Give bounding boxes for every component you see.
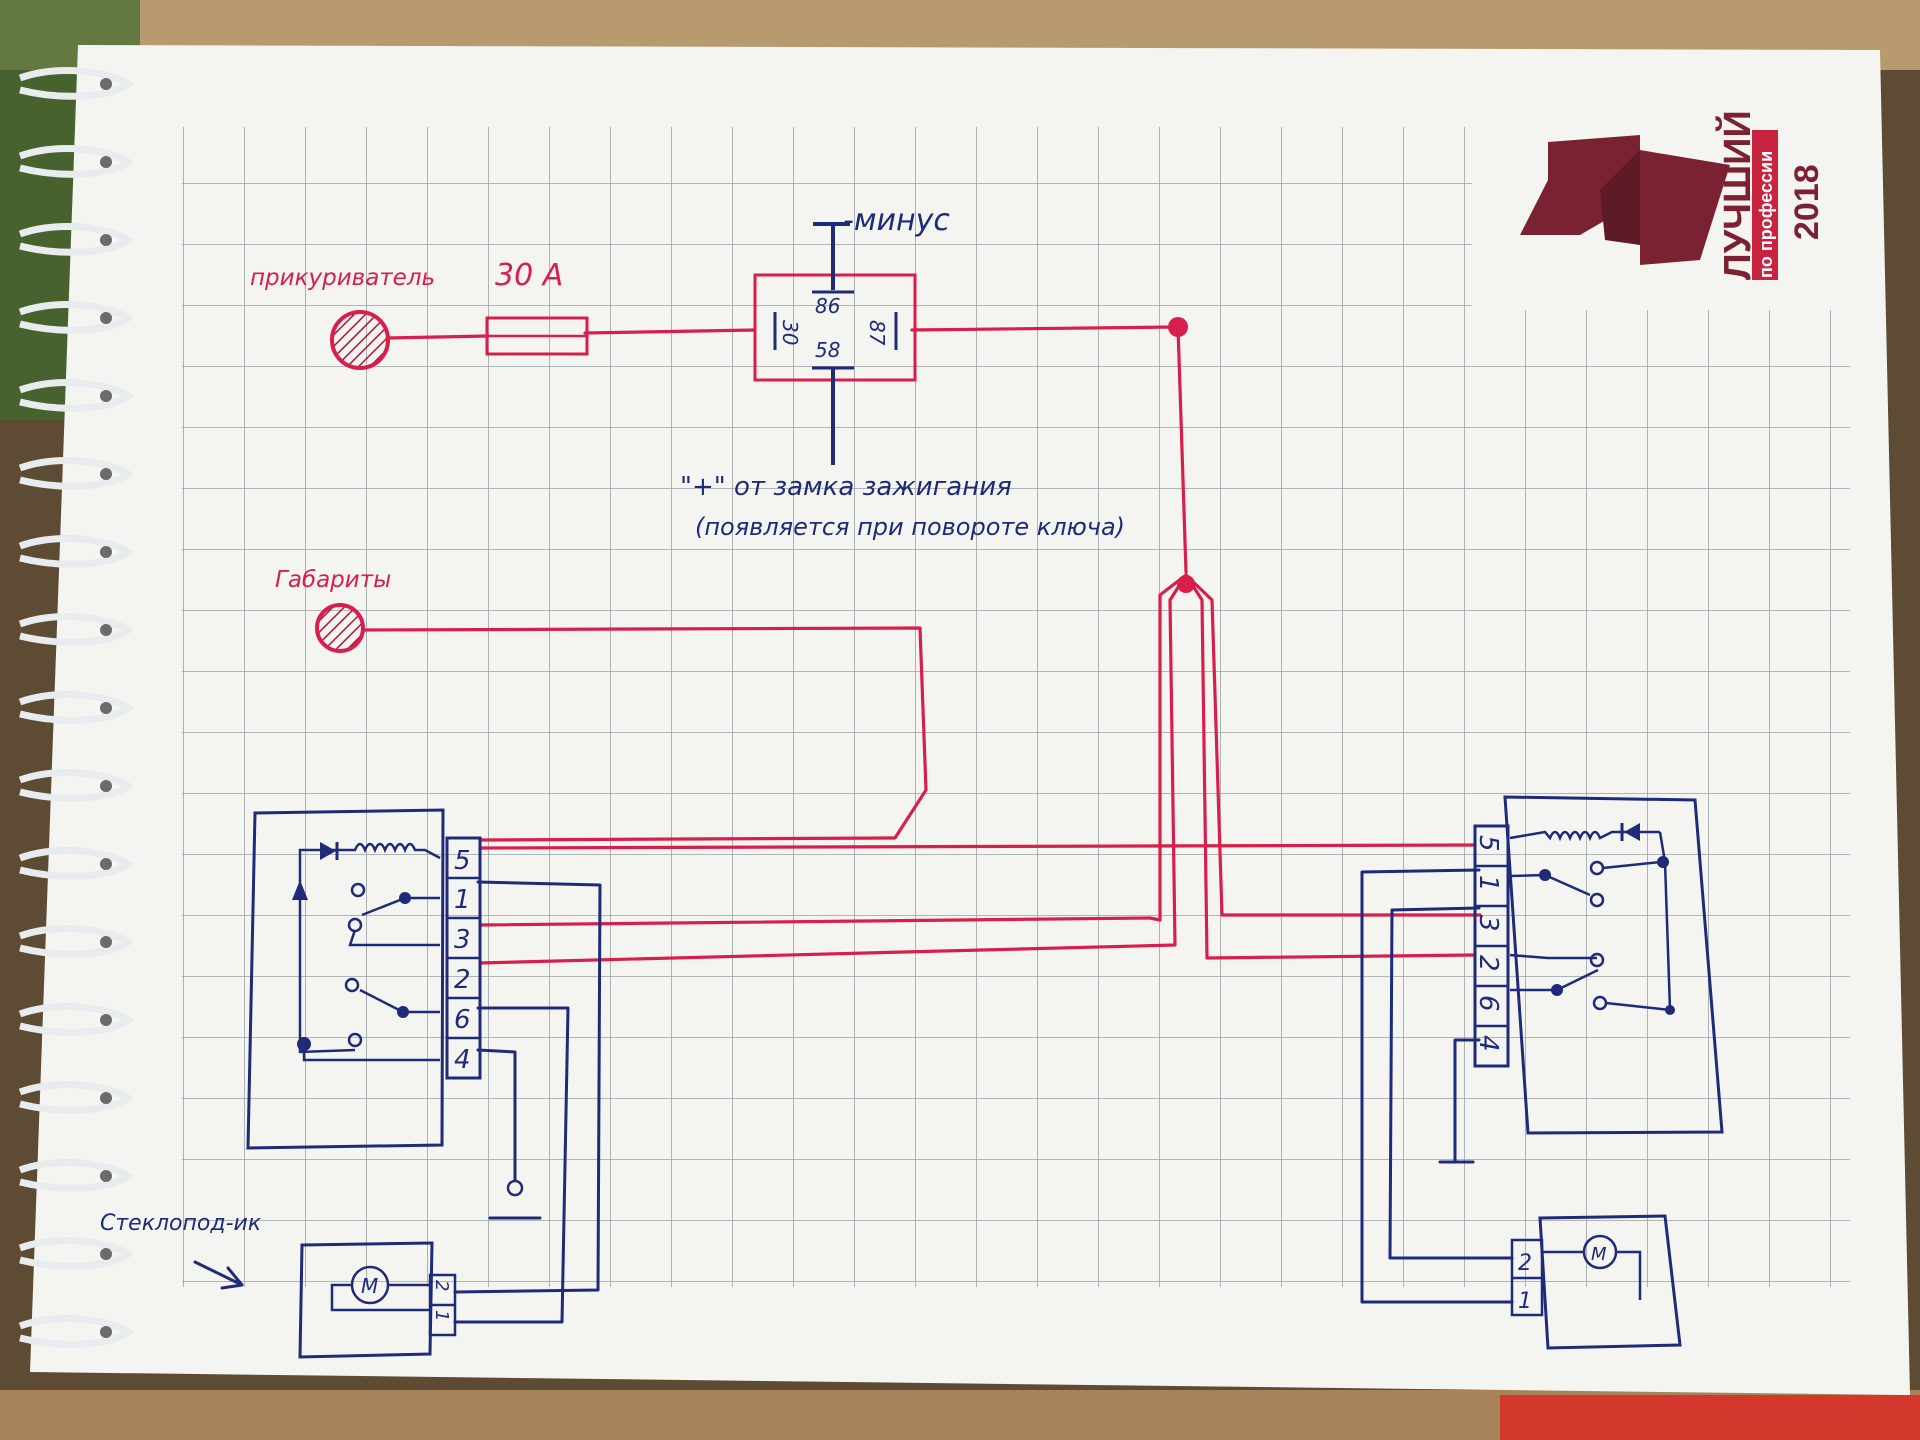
spiral-ring [18, 535, 134, 568]
left-switch-pin: 2 [454, 965, 471, 995]
left-switch-pin: 3 [454, 925, 471, 955]
left-motor-pin: 2 [431, 1280, 452, 1291]
left-motor-label: M [361, 1274, 378, 1298]
spiral-ring [18, 769, 134, 802]
spiral-ring [18, 1237, 134, 1270]
spiral-hole [100, 1014, 112, 1026]
contest-logo: ЛУЧШИЙ по профессии 2018 [1520, 110, 1826, 280]
spiral-ring [18, 301, 134, 334]
ignition-label-line2: (появляется при повороте ключа) [695, 513, 1125, 541]
spiral-ring [18, 613, 134, 646]
relay-pin-30: 30 [778, 320, 802, 345]
relay-pin-58: 58 [815, 338, 840, 362]
spiral-hole [100, 1326, 112, 1338]
relay-pin-86: 86 [815, 294, 840, 318]
logo-year: 2018 [1788, 164, 1826, 240]
right-switch-pin: 5 [1473, 835, 1503, 852]
right-window-switch: 5 1 3 2 6 4 [1473, 795, 1724, 1135]
right-motor-pin: 2 [1518, 1251, 1532, 1276]
side-lights-label: Габариты [275, 567, 391, 593]
right-switch-pin: 4 [1473, 1035, 1503, 1052]
left-switch-pin: 5 [454, 846, 471, 876]
spiral-hole [100, 468, 112, 480]
spiral-hole [100, 702, 112, 714]
arrow-icon [193, 1260, 244, 1290]
spiral-hole [100, 546, 112, 558]
spiral-ring [18, 145, 134, 178]
spiral-binding [18, 67, 134, 1348]
junction-dot-middle [1177, 575, 1195, 593]
left-ground-terminal [506, 1179, 524, 1197]
spiral-ring [18, 1081, 134, 1114]
spiral-hole [100, 858, 112, 870]
spiral-ring [18, 691, 134, 724]
spiral-ring [18, 223, 134, 256]
left-window-motor: 1 2 M [298, 1241, 457, 1359]
left-switch-pin: 4 [454, 1045, 471, 1075]
right-motor-label: M [1591, 1244, 1607, 1265]
spiral-ring [18, 1315, 134, 1348]
left-switch-pin: 6 [454, 1005, 471, 1035]
blue-wiring [453, 868, 1514, 1324]
right-switch-pin: 3 [1473, 915, 1503, 932]
spiral-hole [100, 624, 112, 636]
spiral-hole [100, 1092, 112, 1104]
right-switch-pin: 1 [1473, 875, 1503, 892]
right-window-motor: 2 1 M [1510, 1214, 1682, 1350]
left-switch-pin: 1 [454, 885, 471, 915]
red-book-corner [1500, 1395, 1920, 1440]
relay: 86 58 30 87 [753, 222, 917, 465]
spiral-ring [18, 847, 134, 880]
junction-dot-top [1168, 317, 1188, 337]
spiral-ring [18, 1159, 134, 1192]
spiral-hole [100, 234, 112, 246]
fuse [485, 316, 589, 356]
minus-label: -минус [843, 203, 950, 238]
logo-title: ЛУЧШИЙ [1714, 110, 1759, 280]
right-motor-pin: 1 [1518, 1289, 1532, 1314]
right-switch-pin: 6 [1473, 995, 1503, 1012]
spiral-hole [100, 1170, 112, 1182]
spiral-hole [100, 390, 112, 402]
window-motor-label: Стеклопод-ик [100, 1211, 262, 1236]
spiral-hole [100, 780, 112, 792]
spiral-ring [18, 379, 134, 412]
fuse-rating-label: 30 А [495, 258, 563, 293]
cigarette-lighter-label: прикуриватель [250, 265, 435, 291]
spiral-hole [100, 936, 112, 948]
spiral-ring [18, 925, 134, 958]
logo-subtitle: по профессии [1756, 151, 1776, 278]
spiral-ring [18, 457, 134, 490]
spiral-ring [18, 67, 134, 100]
left-motor-pin: 1 [431, 1310, 452, 1321]
left-window-switch: 5 1 3 2 6 4 [246, 808, 482, 1150]
spiral-hole [100, 1248, 112, 1260]
relay-pin-87: 87 [865, 320, 889, 346]
side-lights-terminal [315, 603, 365, 653]
spiral-hole [100, 78, 112, 90]
spiral-hole [100, 156, 112, 168]
cigarette-lighter-terminal [330, 310, 390, 370]
spiral-ring [18, 1003, 134, 1036]
spiral-hole [100, 312, 112, 324]
ignition-label-line1: "+" от замка зажигания [680, 472, 1012, 502]
right-switch-pin: 2 [1473, 955, 1503, 972]
